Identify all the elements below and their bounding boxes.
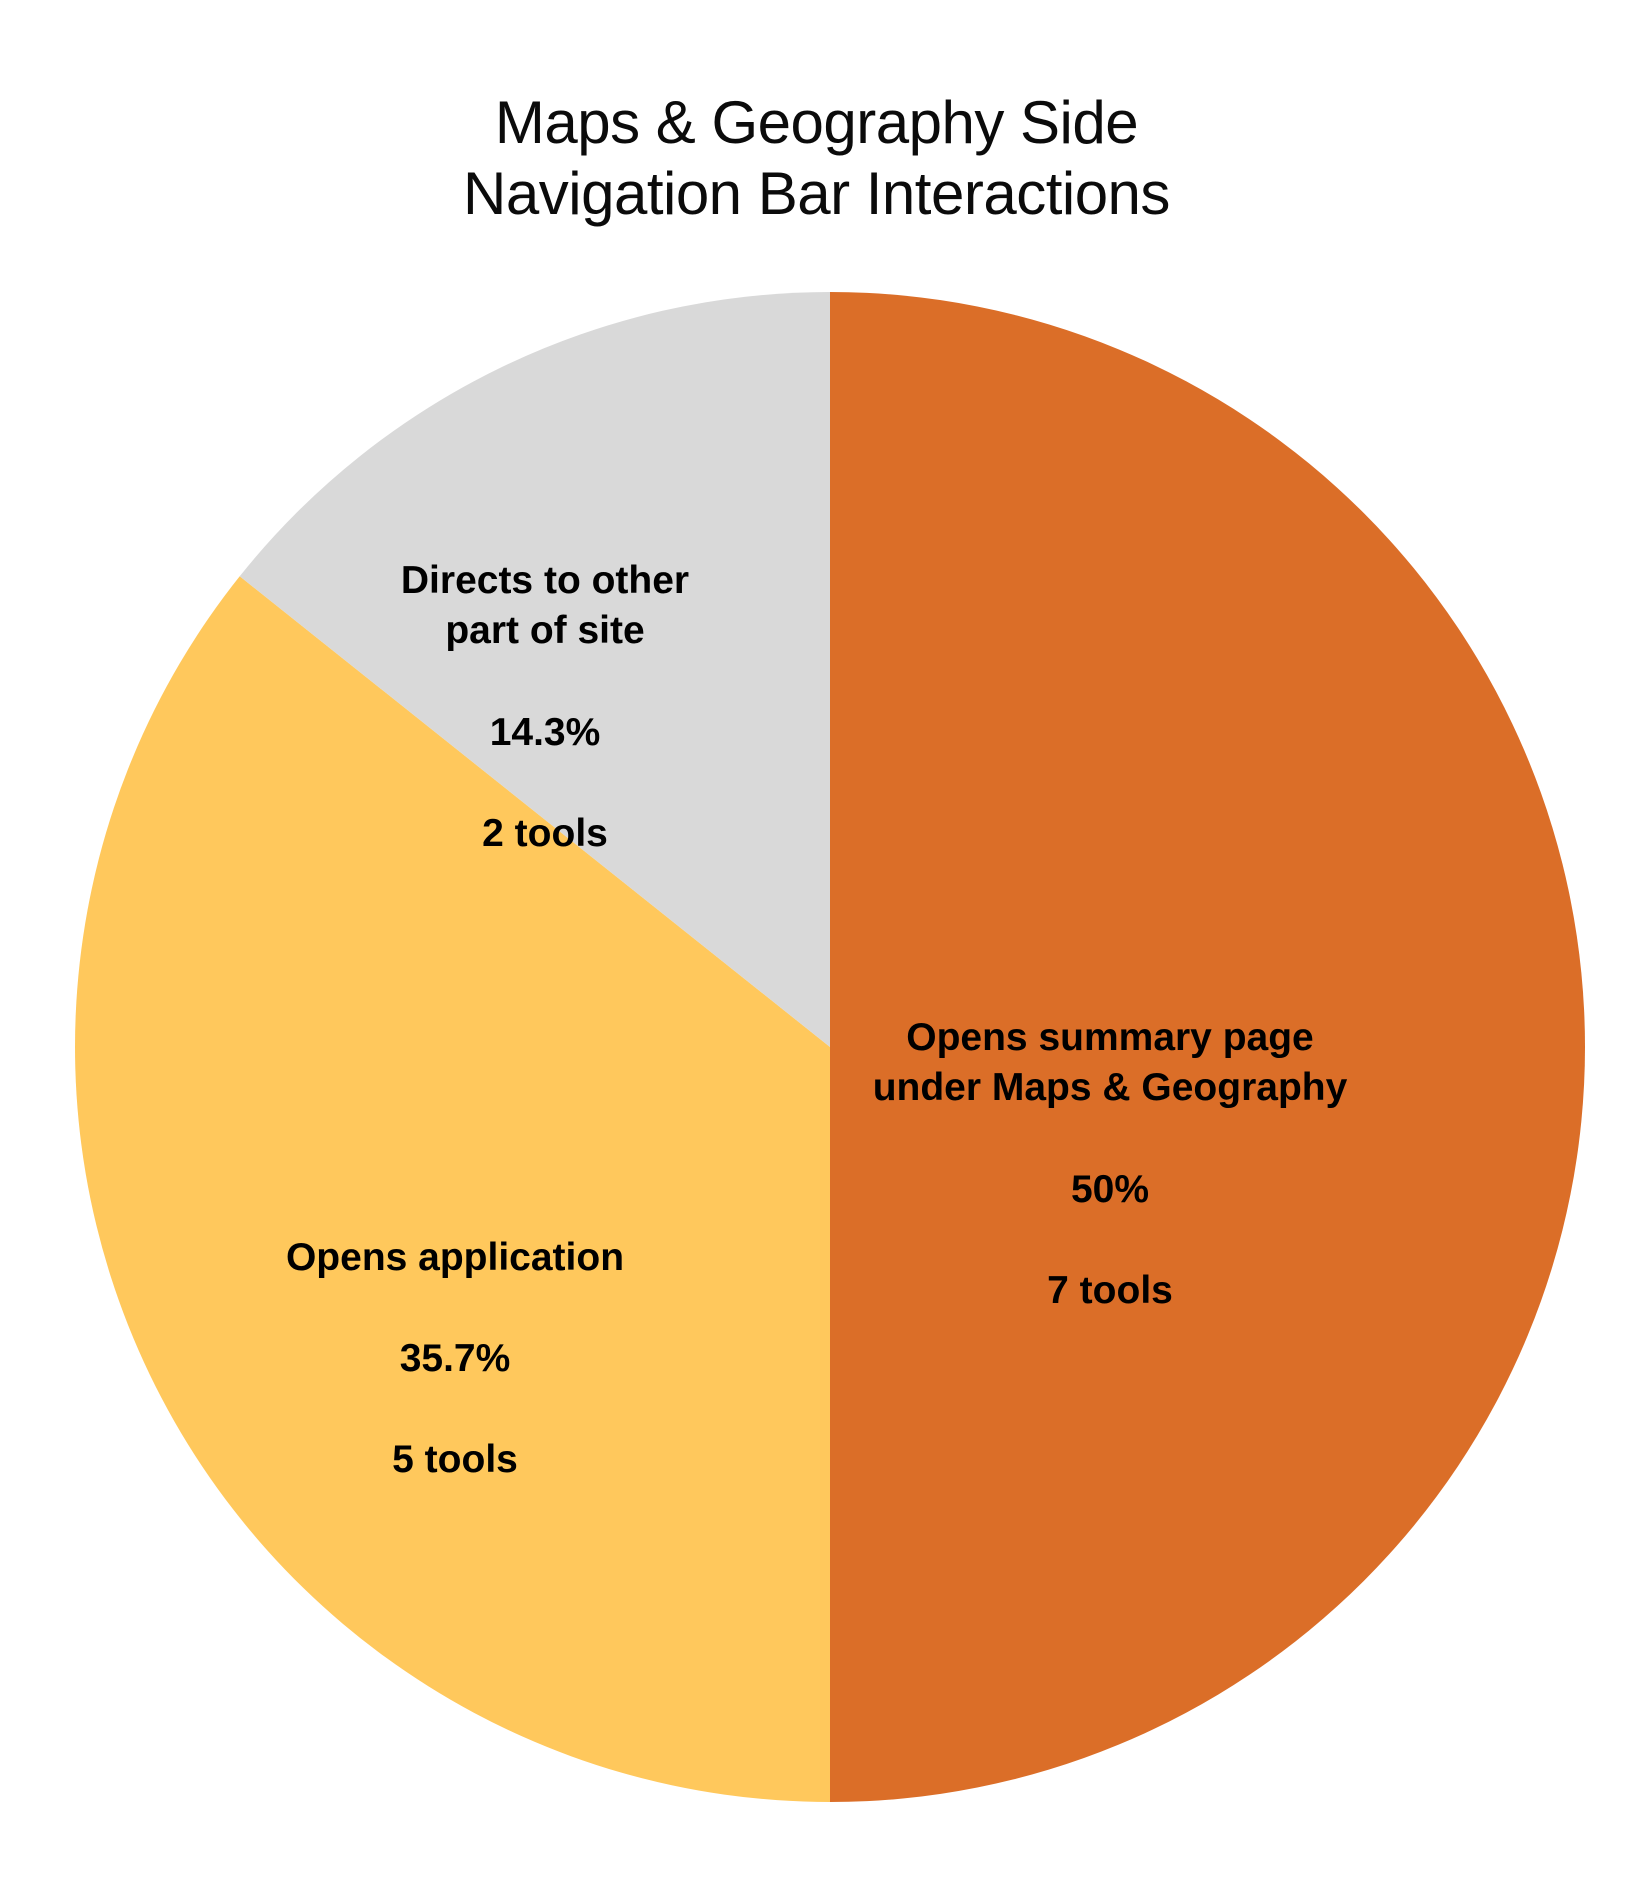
pie-slice-directs-to-other-part-of-site[interactable] xyxy=(239,292,831,1047)
pie-slice-opens-summary-page[interactable] xyxy=(830,292,1585,1802)
slice-label-name: Opens summary page under Maps & Geograph… xyxy=(872,1015,1348,1110)
pie-svg xyxy=(75,292,1585,1802)
slice-label-name: Opens application xyxy=(285,1235,625,1279)
slice-label-opens-summary-page: Opens summary page under Maps & Geograph… xyxy=(800,962,1420,1368)
chart-title-line-1: Maps & Geography Side xyxy=(494,89,1139,156)
slice-label-name: Directs to other part of site xyxy=(400,558,690,653)
slice-label-count: 5 tools xyxy=(392,1438,518,1482)
slice-label-percent: 50% xyxy=(1070,1167,1150,1211)
slice-label-percent: 35.7% xyxy=(399,1337,511,1381)
slice-label-opens-application: Opens application 35.7% 5 tools xyxy=(205,1182,705,1537)
slice-label-directs-to-other-part-of-site: Directs to other part of site 14.3% 2 to… xyxy=(350,505,740,911)
pie-slice-opens-application[interactable] xyxy=(75,576,830,1802)
chart-title-line-2: Navigation Bar Interactions xyxy=(463,159,1170,227)
chart-title: Maps & Geography Side Navigation Bar Int… xyxy=(0,88,1633,230)
slice-label-count: 7 tools xyxy=(1047,1269,1173,1313)
pie-graphic xyxy=(75,292,1585,1802)
slice-label-count: 2 tools xyxy=(482,812,608,856)
slice-label-percent: 14.3% xyxy=(489,710,601,754)
